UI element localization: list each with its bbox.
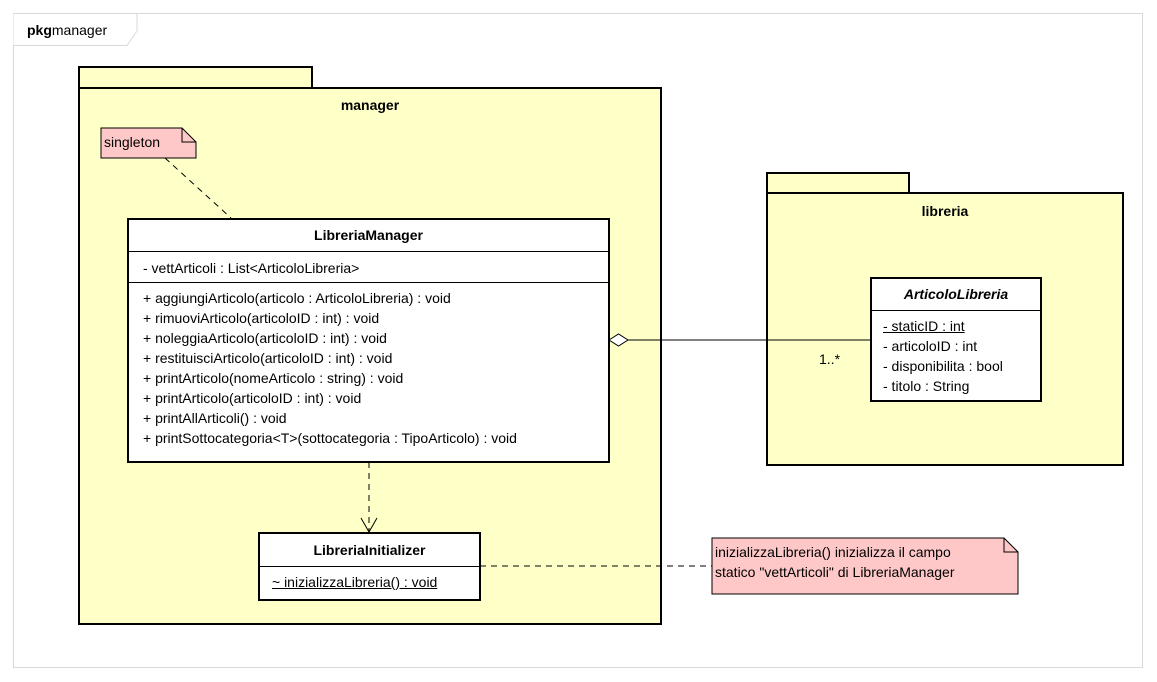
singleton-note-text: singleton [104, 134, 161, 150]
class-libreria-initializer-name: LibreriaInitializer [313, 542, 426, 558]
class-articolo-libreria-name: ArticoloLibreria [903, 286, 1009, 302]
operation: + restituisciArticolo(articoloID : int) … [143, 350, 393, 366]
operation: + aggiungiArticolo(articolo : ArticoloLi… [143, 290, 451, 306]
attribute: - titolo : String [883, 378, 970, 394]
diagram-frame [13, 13, 1143, 668]
initializer-note-line-1: inizializzaLibreria() inizializza il cam… [715, 544, 951, 560]
attribute: - disponibilita : bool [883, 358, 1003, 374]
class-libreria-manager-name: LibreriaManager [314, 227, 423, 243]
singleton-note-shape [100, 127, 197, 159]
attribute: - staticID : int [883, 318, 965, 334]
operation: + rimuoviArticolo(articoloID : int) : vo… [143, 310, 380, 326]
operation: + printArticolo(nomeArticolo : string) :… [143, 370, 404, 386]
aggregation-diamond [608, 333, 629, 347]
class-libreria-manager-operations: + aggiungiArticolo(articolo : ArticoloLi… [129, 282, 608, 448]
package-libreria-title: libreria [921, 203, 969, 219]
frame-kind: pkg [27, 22, 52, 38]
operation: + noleggiaArticolo(articoloID : int) : v… [143, 330, 387, 346]
attribute: - vettArticoli : List<ArticoloLibreria> [143, 260, 360, 276]
aggregation-multiplicity: 1..* [819, 351, 841, 367]
class-articolo-libreria-attributes: - staticID : int - articoloID : int - di… [872, 310, 1040, 396]
initializer-note[interactable]: inizializzaLibreria() inizializza il cam… [715, 542, 954, 582]
operation: ~ inizializzaLibreria() : void [272, 574, 438, 590]
attribute: - articoloID : int [883, 338, 978, 354]
frame-label: pkgmanager [27, 22, 107, 38]
initializer-note-shape [711, 537, 1019, 595]
class-libreria-initializer[interactable]: LibreriaInitializer ~ inizializzaLibreri… [258, 532, 481, 601]
initializer-note-line-2: statico "vettArticoli" di LibreriaManage… [715, 564, 955, 580]
operation: + printArticolo(articoloID : int) : void [143, 390, 362, 406]
frame-name: manager [51, 22, 108, 38]
class-libreria-initializer-operations: ~ inizializzaLibreria() : void [260, 566, 479, 592]
class-libreria-manager[interactable]: LibreriaManager - vettArticoli : List<Ar… [127, 218, 610, 463]
class-articolo-libreria[interactable]: ArticoloLibreria - staticID : int - arti… [870, 277, 1042, 402]
operation: + printSottocategoria<T>(sottocategoria … [143, 430, 517, 446]
singleton-note-anchor [164, 157, 232, 219]
package-manager-title: manager [340, 97, 400, 113]
operation: + printAllArticoli() : void [143, 410, 287, 426]
class-libreria-manager-attributes: - vettArticoli : List<ArticoloLibreria> [129, 251, 608, 282]
